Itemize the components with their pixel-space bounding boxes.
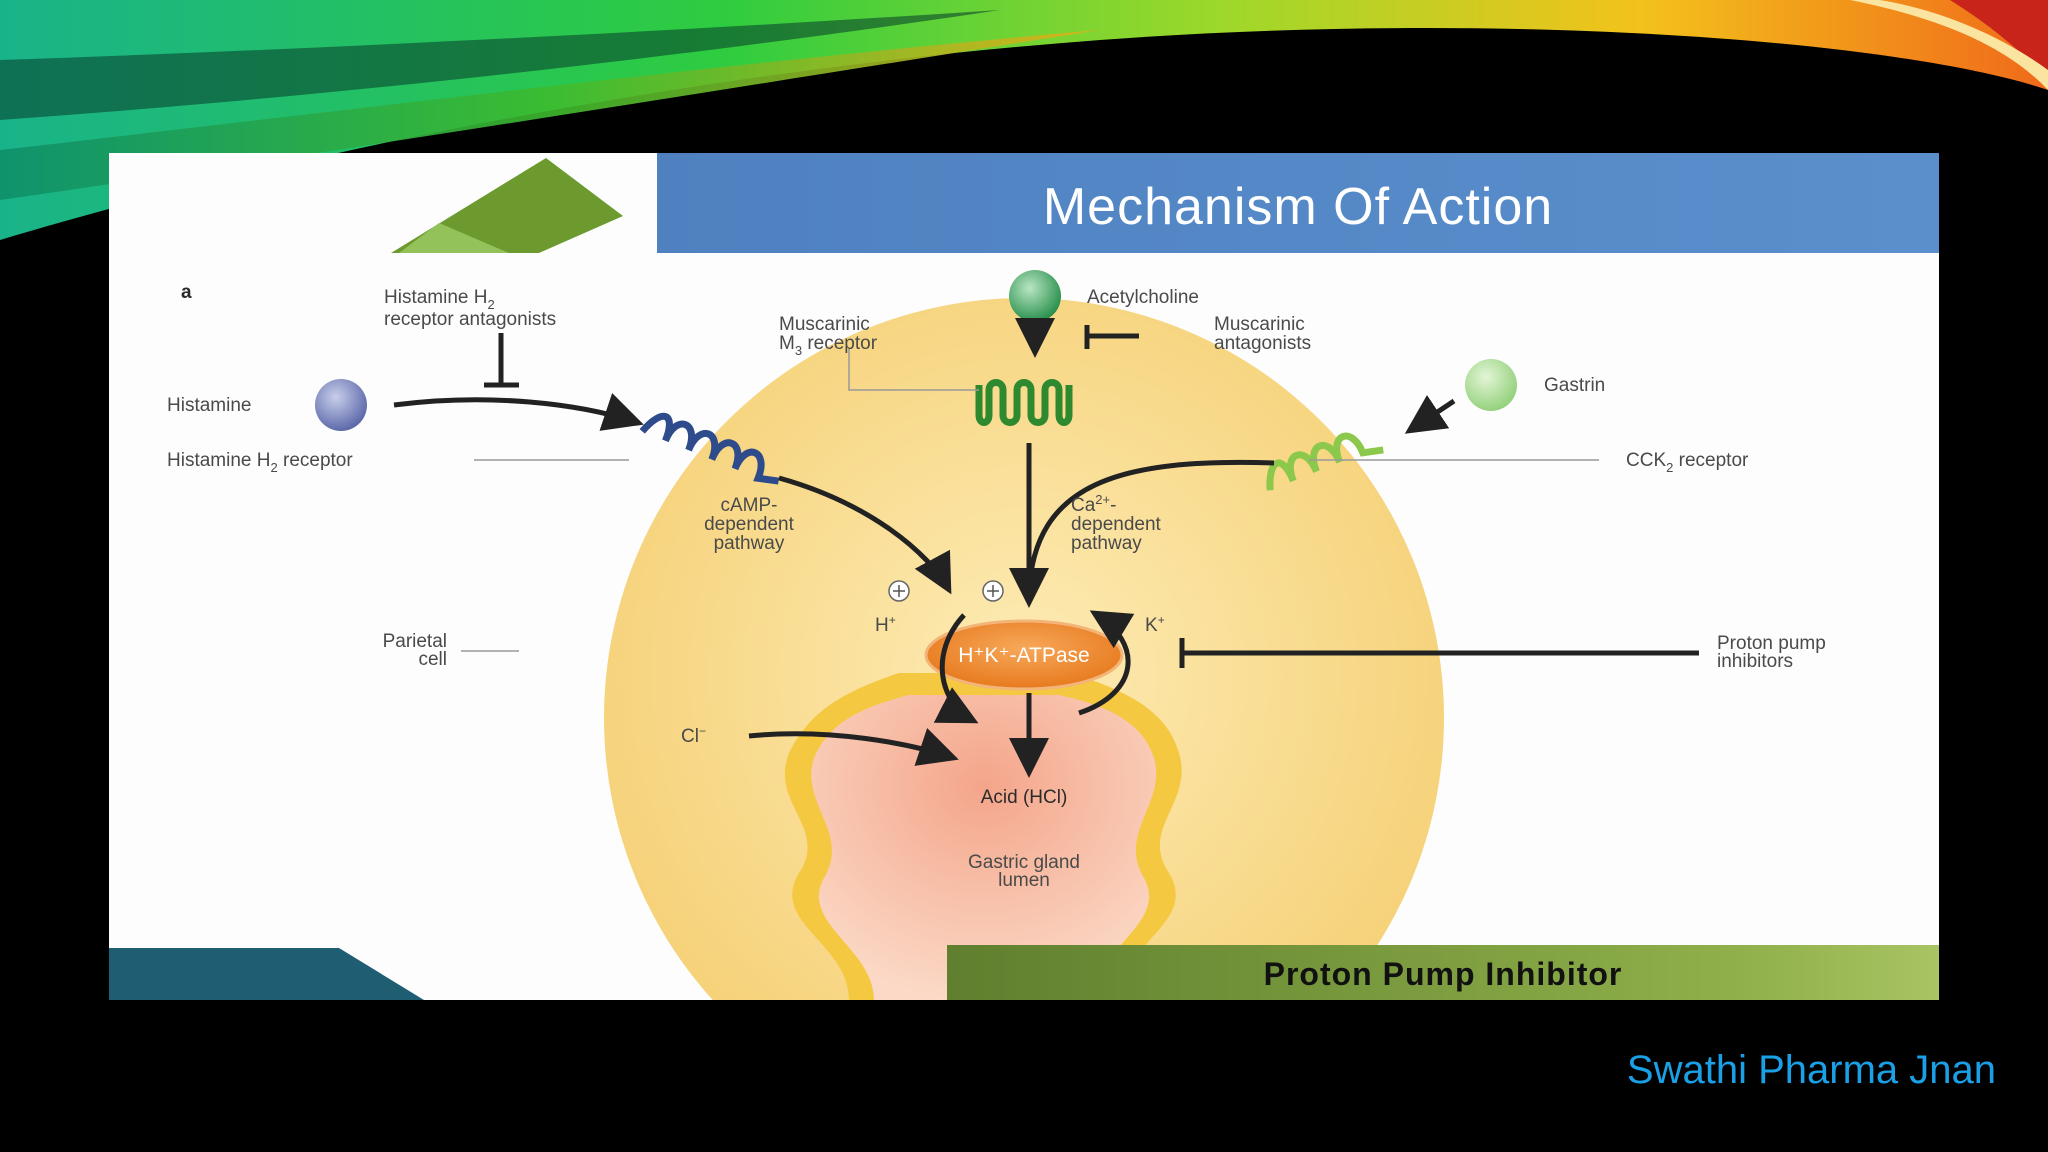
title-bar: Mechanism Of Action [657,153,1939,253]
ppi-inhibition [1179,638,1699,668]
atpase-label: H⁺K⁺-ATPase [958,644,1089,667]
slide-title: Mechanism Of Action [1042,178,1554,236]
footer-bar: Proton Pump Inhibitor [947,945,1939,1000]
m3-label-2: M [779,333,795,354]
parietal-label-1: Parietal [383,631,447,652]
lumen-label-2: lumen [998,870,1050,891]
camp-label-1: cAMP- [721,495,778,516]
mechanism-diagram: a Histamine H2 receptor antagonists Hist… [109,158,1826,1000]
footer-title: Proton Pump Inhibitor [1263,956,1623,992]
muscarinic-m3-receptor-icon [975,379,1073,426]
slide-content-panel: a Histamine H2 receptor antagonists Hist… [109,153,1939,1000]
chloride-arrow [748,727,959,766]
chloride-label: Cl [681,726,699,747]
gastric-gland-lumen [811,695,1157,1000]
ppi-label-1: Proton pump [1717,633,1826,654]
pathway-arrows [393,318,1699,778]
acetylcholine-molecule-icon [1009,270,1061,322]
histamine-h2-receptor-icon [639,412,780,485]
k-plus-label: K [1145,615,1158,636]
m3-label-2-suffix: receptor [807,333,877,354]
m3-label-1: Muscarinic [779,314,870,335]
svg-text:Ca2+-: Ca2+- [1071,492,1116,516]
watermark-text: Swathi Pharma Jnan [1626,1048,1996,1092]
k-plus-in-arrow [1078,610,1135,716]
ca-label-2: dependent [1071,514,1162,535]
cck2-receptor-suffix: receptor [1679,450,1749,471]
cck2-receptor-label: CCK [1626,450,1666,471]
gastrin-molecule-icon [1465,359,1517,411]
camp-pathway-arrow [778,475,952,595]
svg-text:Histamine H2 receptor: Histamine H2 receptor [167,450,353,475]
ca-label-3: pathway [1071,533,1142,554]
h-plus-out-arrow [933,613,979,724]
gastrin-arrow [1404,394,1456,434]
camp-label-3: pathway [714,533,785,554]
svg-text:H+: H+ [875,613,896,636]
parietal-label-2: cell [418,649,447,670]
h2-receptor-suffix: receptor [283,450,353,471]
svg-text:K+: K+ [1145,613,1165,636]
histamine-arrow [393,392,644,431]
camp-label-2: dependent [704,514,795,535]
svg-text:Cl−: Cl− [681,724,706,747]
plus-sign-icons [888,580,1004,602]
acetylcholine-label: Acetylcholine [1087,287,1199,308]
svg-text:CCK2 receptor: CCK2 receptor [1626,450,1749,475]
lumen-label-1: Gastric gland [968,852,1080,873]
h2-receptor-label: Histamine H [167,450,270,471]
musc-antag-label-2: antagonists [1214,333,1311,354]
svg-text:M3 receptor: M3 receptor [779,333,878,358]
ca-pathway-arrow [1026,459,1275,594]
leader-lines [461,348,1599,652]
acid-label: Acid (HCl) [981,787,1068,808]
panel-letter: a [181,282,192,303]
h2-antagonists-label-1: Histamine H [384,287,487,308]
cck2-receptor-icon [1266,432,1384,491]
ca-label-1: Ca [1071,495,1096,516]
histamine-label: Histamine [167,395,251,416]
gastrin-label: Gastrin [1544,375,1605,396]
ppi-label-2: inhibitors [1717,651,1793,672]
muscarinic-antagonist-inhibition [1084,325,1139,349]
musc-antag-label-1: Muscarinic [1214,314,1305,335]
h-plus-label: H [875,615,889,636]
histamine-molecule-icon [315,379,367,431]
h-k-atpase-pump [924,619,1124,691]
h2-antagonist-inhibition [484,333,519,388]
corner-accent-bar [109,948,424,1000]
svg-text:Histamine H2: Histamine H2 [384,287,495,312]
h2-antagonists-label-2: receptor antagonists [384,309,556,330]
logo-shape [391,158,623,253]
